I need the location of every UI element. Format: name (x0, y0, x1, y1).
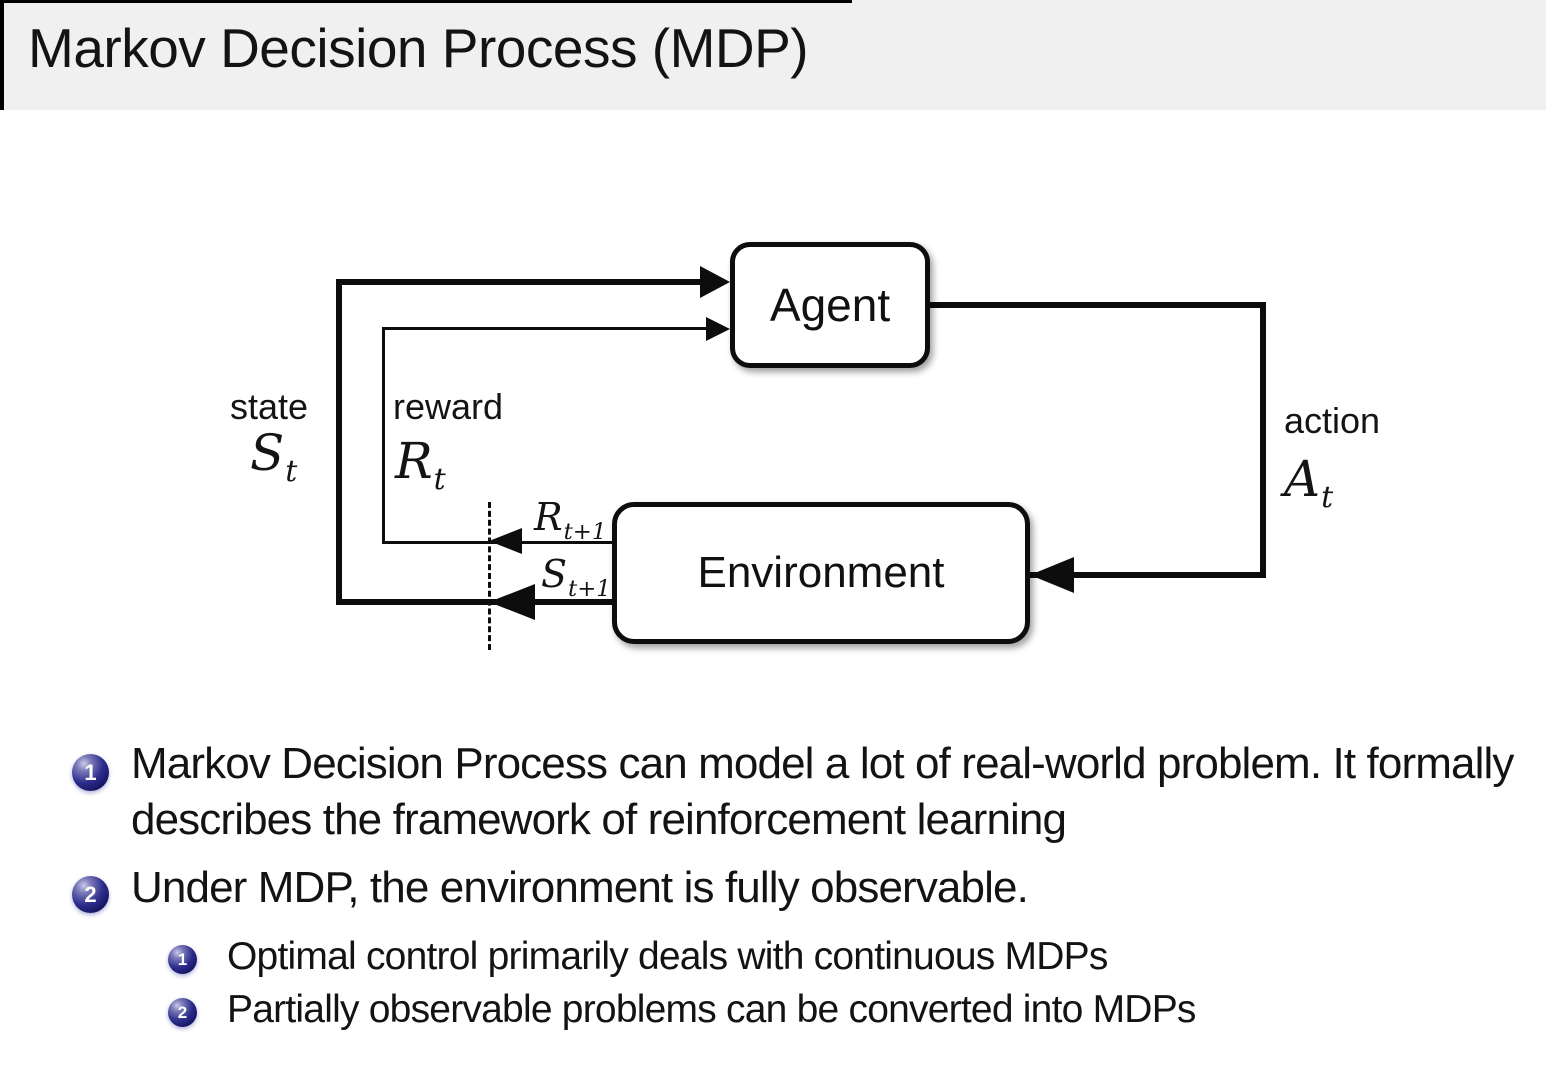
window-edge-left (0, 0, 4, 110)
page-title: Markov Decision Process (MDP) (28, 17, 809, 79)
action-line-vertical (1260, 302, 1266, 578)
agent-label: Agent (769, 279, 891, 331)
action-line-from-agent (930, 302, 1266, 308)
bullet-item-1: Markov Decision Process can model a lot … (131, 739, 1514, 844)
arrowhead-next-reward (489, 528, 522, 554)
reward-symbol-letter: R (395, 432, 433, 490)
time-step-dashed-line (488, 502, 491, 650)
action-label: action (1284, 400, 1381, 441)
reward-line-to-agent (382, 327, 706, 330)
action-symbol-subscript: t (1321, 480, 1334, 515)
state-line-vertical (336, 280, 342, 605)
enumeration-badge-1: 1 (72, 754, 109, 791)
action-symbol-letter: A (1284, 450, 1321, 508)
arrowhead-state-into-agent (700, 266, 730, 298)
bullet-item-2: Under MDP, the environment is fully obse… (131, 863, 1029, 912)
sub-bullet-item-2: Partially observable problems can be con… (227, 988, 1196, 1031)
next-reward-subscript: t+1 (563, 518, 607, 545)
action-line-to-environment (1030, 572, 1266, 578)
action-symbol: At (1284, 450, 1333, 515)
next-state-line (336, 599, 612, 605)
state-symbol: St (250, 424, 297, 489)
next-reward-symbol: Rt+1 (534, 495, 606, 545)
arrowhead-reward-into-agent (706, 317, 730, 341)
next-state-letter: S (541, 552, 568, 596)
reward-label: reward (393, 386, 504, 427)
state-line-to-agent (336, 279, 700, 285)
state-symbol-letter: S (250, 424, 285, 482)
next-reward-letter: R (534, 495, 563, 539)
sub-enumeration-badge-1: 1 (168, 945, 197, 974)
arrowhead-action-into-environment (1030, 557, 1074, 593)
next-state-subscript: t+1 (568, 575, 611, 602)
reward-symbol-subscript: t (433, 462, 446, 497)
state-label: state (230, 386, 309, 427)
reward-line-vertical (382, 327, 385, 544)
sub-bullet-item-1: Optimal control primarily deals with con… (227, 935, 1108, 978)
arrowhead-next-state (489, 584, 535, 620)
agent-box: Agent (730, 242, 930, 368)
sub-enumeration-badge-2: 2 (168, 998, 197, 1027)
enumeration-badge-2: 2 (72, 876, 109, 913)
reward-symbol: Rt (395, 432, 446, 497)
environment-box: Environment (612, 502, 1030, 644)
next-state-symbol: St+1 (541, 552, 611, 602)
environment-label: Environment (697, 548, 945, 597)
title-bar (0, 0, 1546, 110)
state-symbol-subscript: t (285, 454, 298, 489)
window-edge-top (0, 0, 852, 3)
